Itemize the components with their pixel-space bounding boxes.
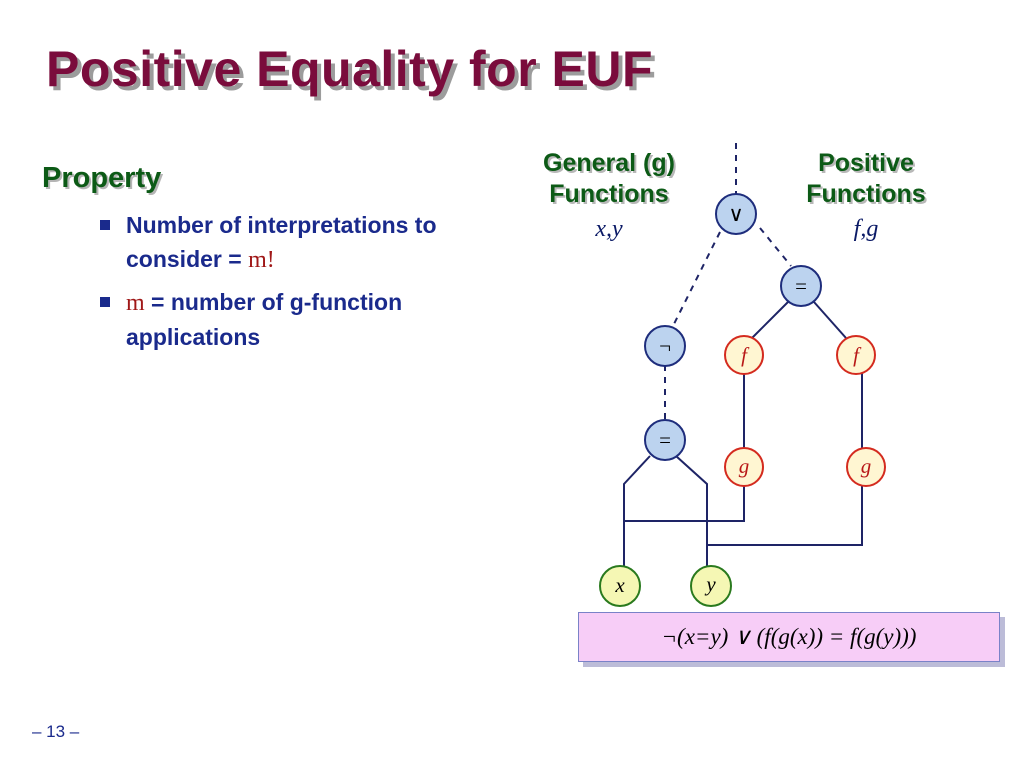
y-label: y: [704, 572, 716, 596]
bullet-text: Number of interpretations to consider =: [126, 212, 437, 272]
svg-text:Functions: Functions: [808, 182, 927, 210]
slide-title: Positive Equality for EUF: [46, 41, 654, 97]
g-node-right: [846, 447, 886, 487]
dashed-edge: [759, 227, 792, 267]
solid-edge: [623, 455, 651, 567]
eq-symbol-left: =: [659, 428, 671, 452]
f-label-left: f: [741, 343, 750, 367]
solid-edge: [707, 486, 863, 546]
solid-edge: [751, 301, 789, 339]
bullet-math: m!: [248, 247, 275, 273]
bullet-item: m = number of g-function applications: [100, 285, 520, 354]
or-node: [715, 193, 757, 235]
or-symbol: ∨: [728, 202, 743, 226]
dashed-edge: [671, 231, 721, 329]
bullet-item: Number of interpretations to consider = …: [100, 208, 520, 277]
not-symbol: ¬: [659, 334, 671, 358]
svg-text:Functions: Functions: [551, 182, 670, 210]
y-leaf-node: [690, 565, 732, 607]
section-heading: Property: [42, 162, 162, 194]
not-node: [644, 325, 686, 367]
general-label-line1: General (g): [543, 149, 675, 177]
solid-edge: [624, 486, 745, 522]
x-label: x: [614, 573, 625, 597]
general-label-line2: Functions: [549, 180, 668, 208]
formula-box: ¬(x=y) ∨ (f(g(x)) = f(g(y))): [578, 612, 1000, 662]
svg-text:Positive: Positive: [820, 151, 916, 179]
general-vars: x,y: [594, 216, 623, 242]
f-node-right: [836, 335, 876, 375]
page-number: – 13 –: [32, 722, 80, 741]
solid-edge: [813, 301, 847, 339]
diagram-edges: [623, 143, 863, 567]
g-label-right: g: [861, 454, 872, 478]
eq-symbol-top: =: [795, 274, 807, 298]
eq-node-top: [780, 265, 822, 307]
g-label-left: g: [739, 454, 750, 478]
g-node-left: [724, 447, 764, 487]
f-node-left: [724, 335, 764, 375]
positive-label-line1: Positive: [818, 149, 914, 177]
bullet-text: = number of g-function applications: [126, 289, 403, 350]
bullet-list: Number of interpretations to consider = …: [100, 208, 520, 362]
eq-node-left: [644, 419, 686, 461]
positive-label-line2: Functions: [806, 180, 925, 208]
bullet-math: m: [126, 290, 145, 316]
x-leaf-node: [599, 565, 641, 607]
formula-text: ¬(x=y) ∨ (f(g(x)) = f(g(y))): [661, 624, 917, 649]
positive-vars: f,g: [854, 216, 879, 242]
f-label-right: f: [853, 343, 862, 367]
solid-edge: [675, 455, 708, 567]
svg-text:General (g): General (g): [545, 151, 677, 179]
